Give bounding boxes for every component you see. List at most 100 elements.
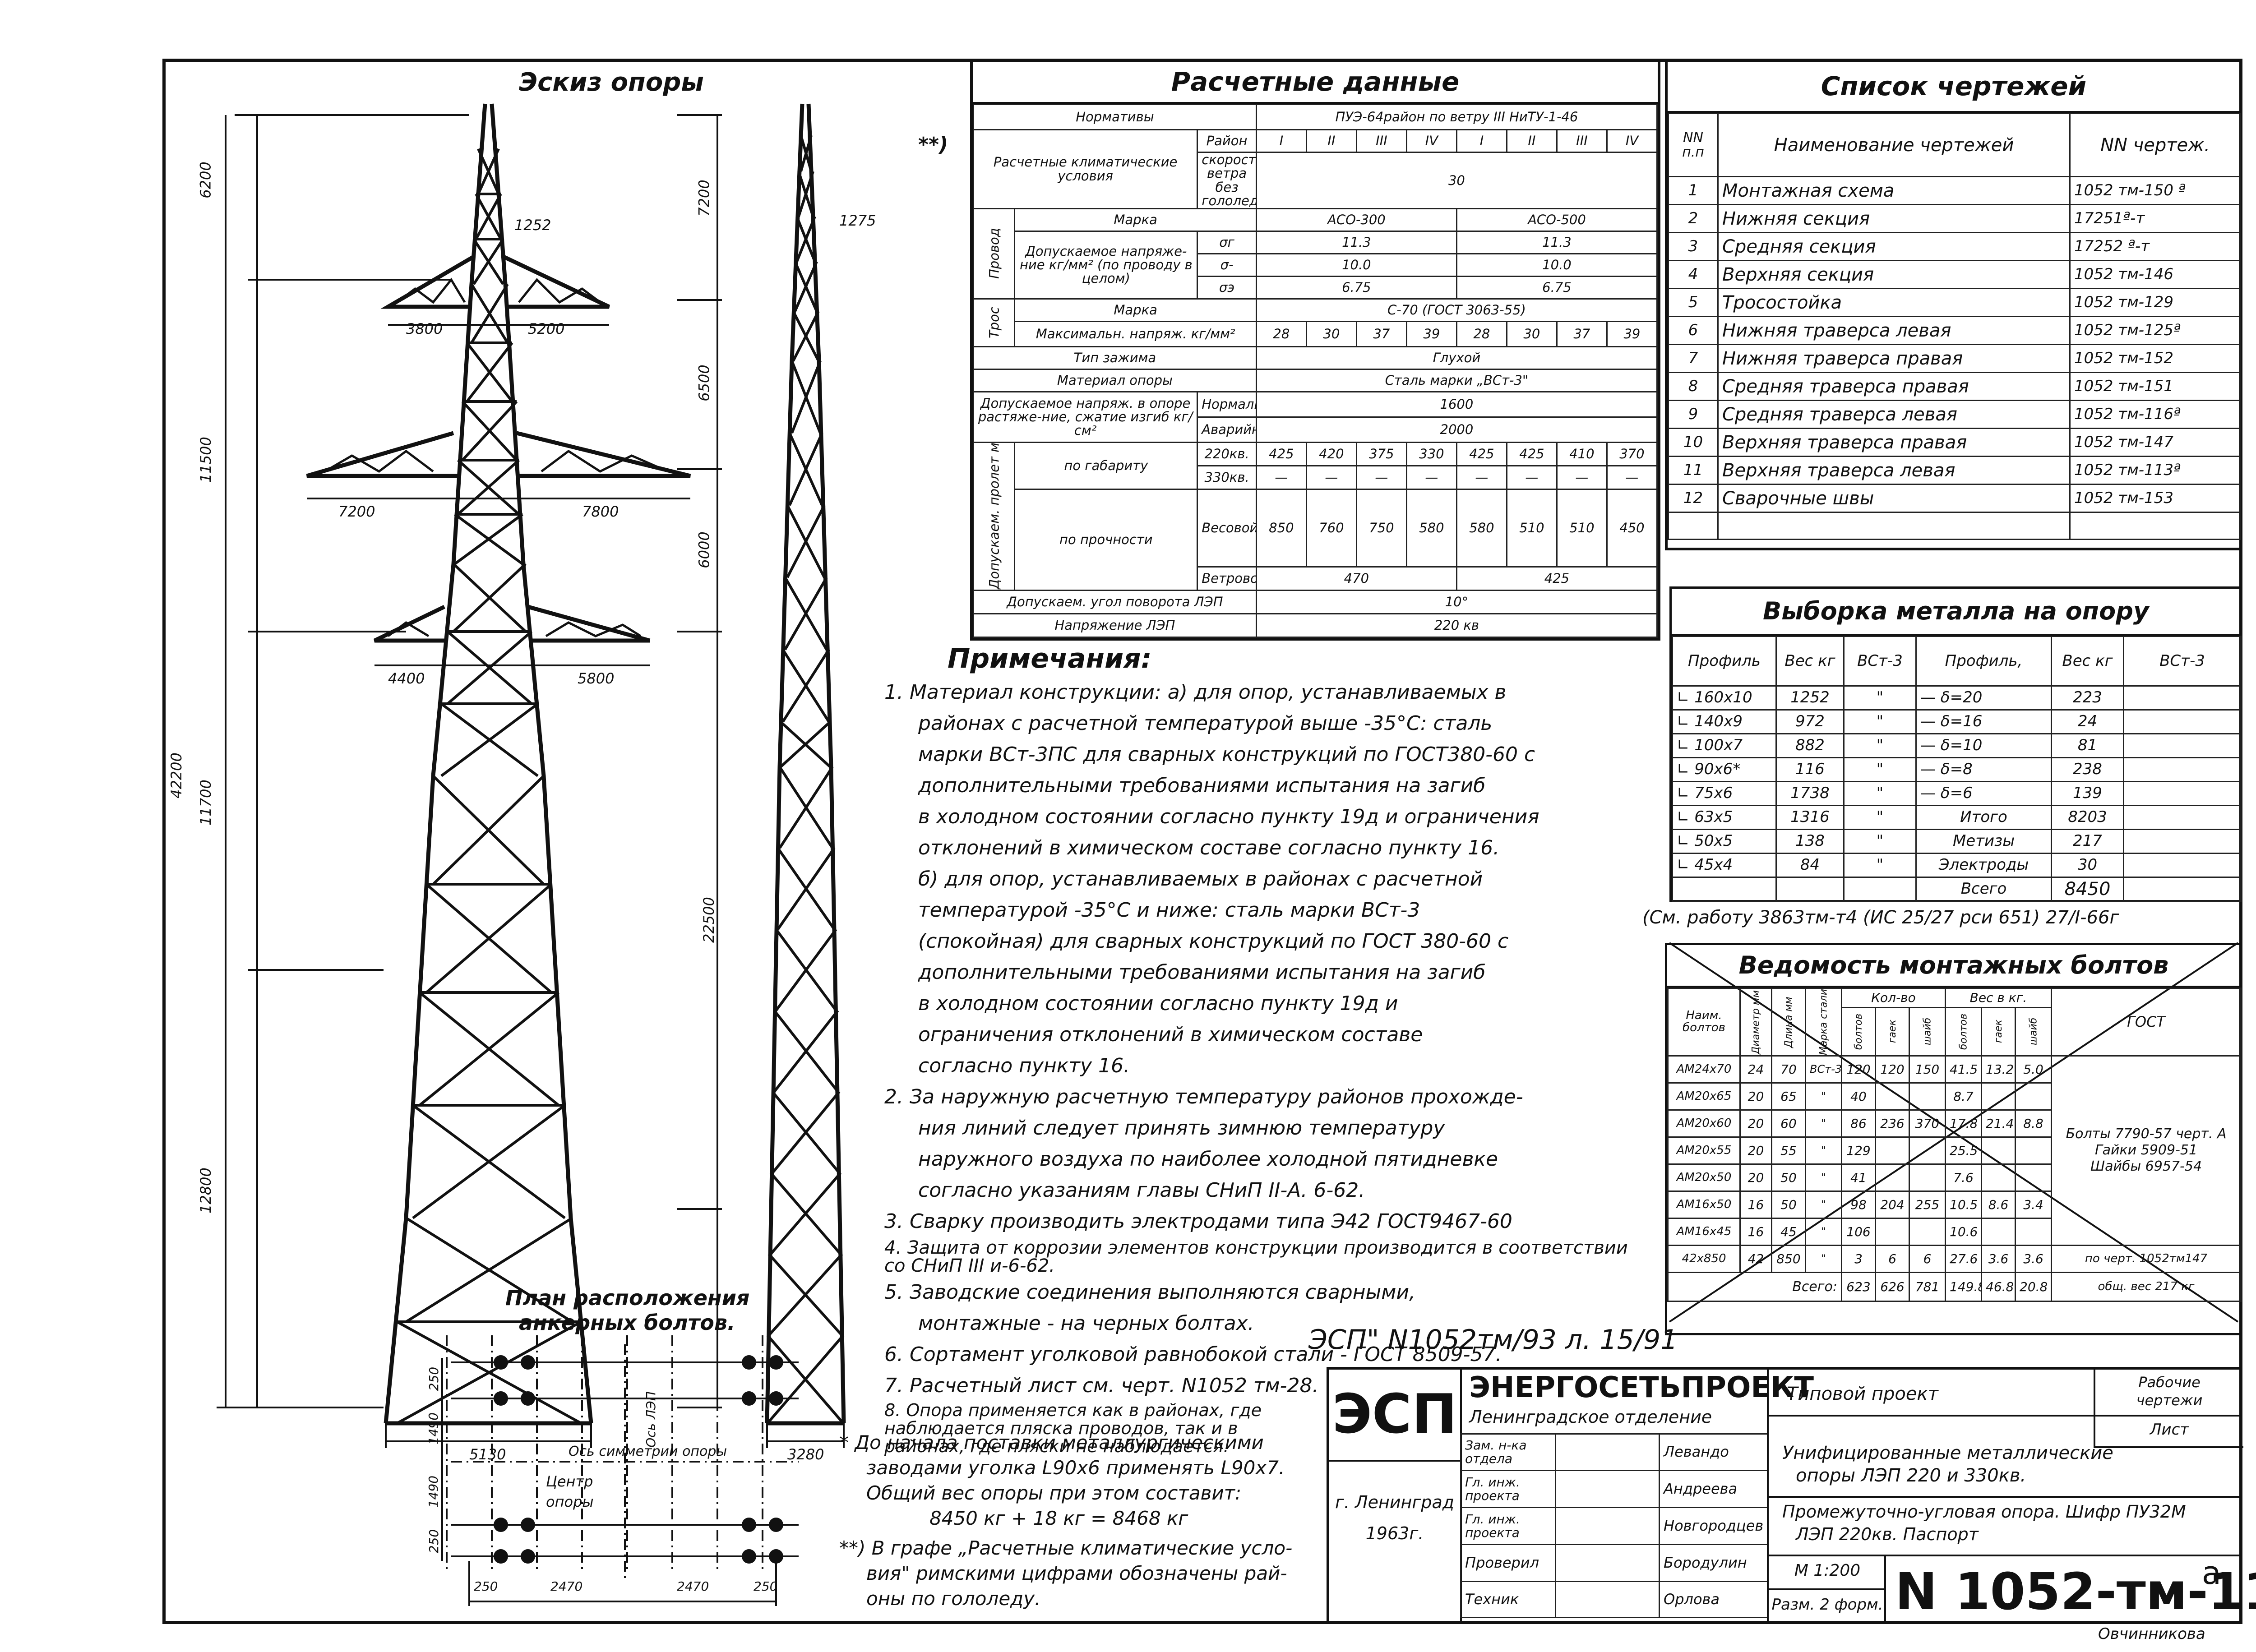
washer-weight: 5.0 [2014, 1055, 2053, 1084]
bolt-steel: ВСт-3 [1805, 1055, 1842, 1084]
metal-profile-2: — δ=8 [1915, 757, 2052, 782]
max-stress-1: 28 [1255, 320, 1307, 347]
washer-weight [2014, 1082, 2053, 1111]
bolts-total-label: Всего: [1667, 1271, 1842, 1302]
total-washer-weight: 20.8 [2014, 1271, 2053, 1302]
marka-a: АСО-300 [1255, 208, 1457, 232]
metal-weight: 84 [1775, 853, 1845, 878]
clamp-val: Глухой [1255, 346, 1658, 370]
metal-weight-2: 8203 [2051, 805, 2124, 830]
bolts-h-count: Кол-во [1841, 988, 1946, 1008]
bolt-steel: " [1805, 1163, 1842, 1192]
bolt-steel: " [1805, 1109, 1842, 1138]
note-line: марки ВСт-3ПС для сварных конструкций по… [918, 743, 1535, 766]
crossarm-low-left: 4400 [388, 670, 425, 687]
metal-steel: " [1843, 733, 1917, 758]
metal-weight: 1738 [1775, 781, 1845, 806]
calc-title: Расчетные данные [973, 61, 1658, 104]
metal-profile-2: — δ=6 [1915, 781, 2052, 806]
desc-cell: Лист Унифицированные металлические опоры… [1767, 1415, 2243, 1498]
gost-note-2: Гайки 5909-51 [2094, 1142, 2198, 1158]
roman-8: IV [1606, 129, 1658, 153]
drawings-h-num: NN чертеж. [2069, 113, 2241, 177]
drawing-code: 1052 тм-153 [2069, 484, 2241, 513]
max-stress-5: 28 [1456, 320, 1507, 347]
span-group: Допускаем. пролет м [973, 442, 1015, 591]
weight-5: 580 [1456, 488, 1507, 568]
role: Техник [1460, 1581, 1556, 1618]
metal-h-steel-2: ВСт-3 [2123, 636, 2242, 687]
total-bolts: 623 [1841, 1271, 1876, 1302]
bolt-steel: " [1805, 1244, 1842, 1273]
crossarm-mid-left: 7200 [338, 503, 375, 520]
kv220-8: 370 [1606, 441, 1658, 466]
by-clearance: по габариту [1014, 441, 1198, 490]
nut-count: 236 [1875, 1109, 1910, 1138]
total-bolt-weight: 149.8 [1945, 1271, 1982, 1302]
nut-weight [1981, 1082, 2016, 1111]
note-line: 1. Материал конструкции: а) для опор, ус… [884, 681, 1507, 704]
kv330-2: — [1305, 465, 1357, 490]
max-stress-3: 37 [1355, 320, 1407, 347]
bolt-len: 60 [1771, 1109, 1806, 1138]
plan-axis-vertical: Ось ЛЭП [643, 1391, 658, 1448]
dim-total: 42200 [167, 752, 185, 798]
stress-a-2: 10.0 [1255, 253, 1457, 277]
metal-weight-2: 139 [2051, 781, 2124, 806]
bolt-len: 45 [1771, 1217, 1806, 1246]
max-stress-7: 37 [1556, 320, 1608, 347]
copied-by: Овчинникова [2098, 1625, 2205, 1643]
nut-weight [1981, 1136, 2016, 1165]
weight-1: 850 [1255, 488, 1307, 568]
drawing-code: 1052 тм-150 ª [2069, 176, 2241, 205]
bolt-count: 86 [1841, 1109, 1876, 1138]
calc-footnote-mark: **) [918, 133, 948, 156]
kv220-7: 410 [1556, 441, 1608, 466]
row-allowed-stress: Допускаемое напряже-ние кг/мм² (по прово… [1014, 230, 1198, 300]
metal-steel: " [1843, 829, 1917, 854]
weight-3: 750 [1355, 488, 1407, 568]
note-line: температурой -35°С и ниже: сталь марки В… [918, 899, 1420, 922]
bolt-len: 50 [1771, 1163, 1806, 1192]
metal-h-steel: ВСт-3 [1843, 636, 1917, 687]
dstar-line: оны по гололеду. [866, 1587, 1041, 1610]
total-nuts: 626 [1875, 1271, 1910, 1302]
org-cell: ЭНЕРГОСЕТЬПРОЕКТ Ленинградское отделение [1460, 1370, 1814, 1435]
metal-profile-2: — δ=20 [1915, 685, 2052, 711]
wind-span-b: 425 [1456, 566, 1658, 591]
roman-2: II [1305, 129, 1357, 153]
bolt-name: АМ20x65 [1667, 1082, 1741, 1111]
notes-body: 1. Материал конструкции: а) для опор, ус… [884, 677, 1642, 1455]
metal-profile-2: — δ=10 [1915, 733, 2052, 758]
kv330-4: — [1405, 465, 1457, 490]
scale-cell: М 1:200 [1767, 1555, 1886, 1590]
star-note: * До начала поставки металлургическими з… [839, 1430, 1336, 1611]
signer-name: Новгородцев [1659, 1507, 1768, 1545]
dim-right-2: 6500 [695, 365, 713, 401]
bolt-dia: 20 [1739, 1109, 1772, 1138]
kv330-7: — [1556, 465, 1608, 490]
drawing-n: 3 [1668, 232, 1719, 261]
drawing-code: 17251ª-т [2069, 204, 2241, 233]
metal-weight: 1316 [1775, 805, 1845, 830]
sigma-1: σг [1197, 230, 1257, 254]
kv330-5: — [1456, 465, 1507, 490]
kv330: 330кв. [1197, 465, 1257, 490]
nut-count: 204 [1875, 1190, 1910, 1219]
bolt-count: 98 [1841, 1190, 1876, 1219]
bolt-dia: 20 [1739, 1082, 1772, 1111]
bolts-h-len: Длина мм [1771, 988, 1806, 1056]
washer-count [1909, 1217, 1946, 1246]
gost-last: по черт. 1052тм147 [2051, 1244, 2242, 1273]
drawing-n: 4 [1668, 260, 1719, 289]
row-rayon: Район [1197, 129, 1257, 153]
signer-name: Андреева [1659, 1470, 1768, 1508]
drawing-name: Монтажная схема [1717, 176, 2071, 205]
crossarm-low-right: 5800 [578, 670, 615, 687]
washer-count: 6 [1909, 1244, 1946, 1273]
